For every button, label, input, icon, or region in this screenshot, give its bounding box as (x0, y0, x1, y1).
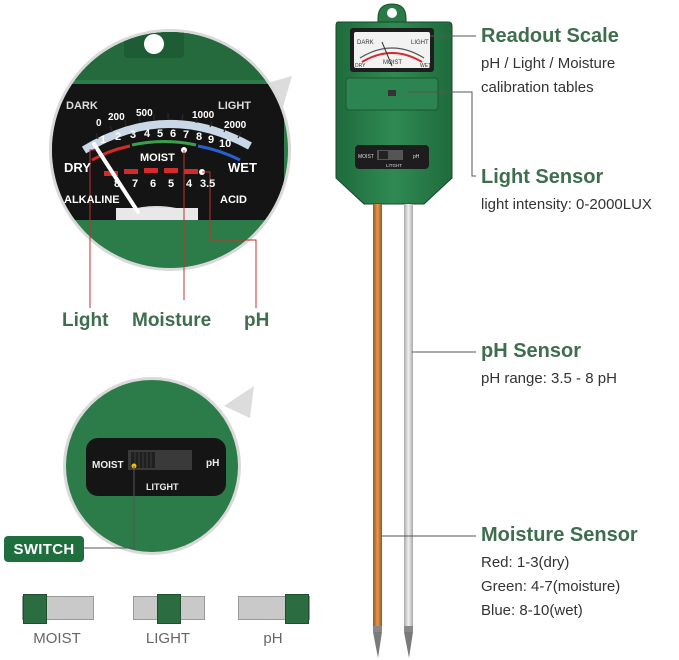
svg-text:pH: pH (413, 154, 420, 160)
switch-moist-label: MOIST (92, 460, 124, 471)
soil-meter-device: DARK LIGHT MOIST DRY WET MOIST pH LITGHT (335, 3, 453, 205)
ph-ticks: 8 7 6 5 4 3.5 (114, 178, 224, 192)
dial-dark-label: DARK (66, 100, 98, 112)
lux-ticks: 0 200 500 1000 2000 (96, 108, 266, 131)
lux-tick: 2000 (224, 120, 247, 131)
moisture-sensor-line-1: Red: 1-3(dry) (481, 554, 570, 571)
switch-knob (23, 594, 47, 624)
svg-text:LIGHT: LIGHT (411, 40, 429, 46)
moist-tick: 9 (208, 134, 215, 146)
dial-wet-label: WET (228, 160, 257, 175)
moisture-sensor-line-2: Green: 4-7(moisture) (481, 578, 621, 595)
ph-sensor-line-1: pH range: 3.5 - 8 pH (481, 370, 617, 387)
moist-tick: 1 (100, 134, 107, 146)
switch-state-moist-label: MOIST (33, 630, 81, 647)
callout-light: Light (62, 310, 109, 331)
dial-acid-label: ACID (220, 194, 247, 206)
leader-lines (382, 35, 476, 537)
callout-ph: pH (244, 310, 270, 331)
ph-sensor-block: pH Sensor pH range: 3.5 - 8 pH (481, 340, 617, 391)
switch-state-ph (238, 594, 310, 624)
dial-dry-label: DRY (64, 160, 91, 175)
lux-tick: 1000 (192, 110, 215, 121)
switch-leader-line (84, 466, 135, 549)
callout-moisture: Moisture (132, 310, 212, 331)
moist-tick: 6 (170, 128, 177, 140)
readout-scale-title: Readout Scale (481, 25, 619, 47)
switch-knob (157, 594, 181, 624)
dial-light-label: LIGHT (218, 100, 251, 112)
dial-callout-lines (89, 149, 257, 308)
lux-tick: 0 (96, 118, 102, 129)
dial-moist-label: MOIST (140, 152, 175, 164)
readout-scale-block: Readout Scale pH / Light / Moisture cali… (481, 25, 619, 100)
switch-ph-label: pH (206, 458, 220, 469)
ph-tick: 4 (186, 178, 193, 190)
svg-text:LITGHT: LITGHT (386, 163, 402, 168)
switch-zoom-circle (63, 377, 254, 555)
moisture-ticks: 1 2 3 4 5 6 7 8 9 10 (100, 128, 250, 150)
moisture-sensor-title: Moisture Sensor (481, 524, 638, 546)
ph-tick: 8 (114, 178, 121, 190)
switch-state-light-label: LIGHT (145, 630, 191, 647)
moist-tick: 4 (144, 128, 151, 140)
lux-tick: 200 (108, 112, 125, 123)
moist-tick: 2 (115, 131, 122, 143)
svg-text:DRY: DRY (355, 63, 366, 69)
switch-knob (285, 594, 309, 624)
svg-text:MOIST: MOIST (383, 60, 402, 66)
svg-text:MOIST: MOIST (358, 154, 374, 160)
ph-tick: 6 (150, 178, 157, 190)
moist-tick: 3 (130, 129, 137, 141)
readout-scale-line-2: calibration tables (481, 79, 594, 96)
light-sensor-line-1: light intensity: 0-2000LUX (481, 196, 652, 213)
switch-light-label: LITGHT (146, 482, 179, 492)
moisture-sensor-line-3: Blue: 8-10(wet) (481, 602, 583, 619)
lux-tick: 500 (136, 108, 153, 119)
switch-state-moist (22, 594, 94, 624)
ph-sensor-title: pH Sensor (481, 340, 582, 362)
ph-tick: 3.5 (200, 178, 216, 190)
switch-states: MOIST LIGHT pH (0, 594, 340, 656)
moist-tick: 7 (183, 129, 190, 141)
svg-text:DARK: DARK (357, 40, 374, 46)
moist-tick: 5 (157, 128, 164, 140)
light-sensor-title: Light Sensor (481, 166, 604, 188)
steel-probe (404, 204, 413, 658)
copper-probe (373, 204, 382, 658)
switch-state-light (133, 594, 205, 624)
moist-tick: 8 (196, 131, 203, 143)
ph-tick: 7 (132, 178, 139, 190)
dial-alkaline-label: ALKALINE (64, 194, 120, 206)
moisture-sensor-block: Moisture Sensor Red: 1-3(dry) Green: 4-7… (481, 524, 638, 623)
ph-tick: 5 (168, 178, 175, 190)
switch-badge: SWITCH (4, 536, 84, 562)
moist-tick: 10 (219, 138, 232, 150)
switch-state-ph-label: pH (263, 630, 283, 647)
light-sensor-block: Light Sensor light intensity: 0-2000LUX (481, 166, 652, 217)
readout-scale-line-1: pH / Light / Moisture (481, 55, 616, 72)
svg-text:WET: WET (420, 63, 431, 69)
